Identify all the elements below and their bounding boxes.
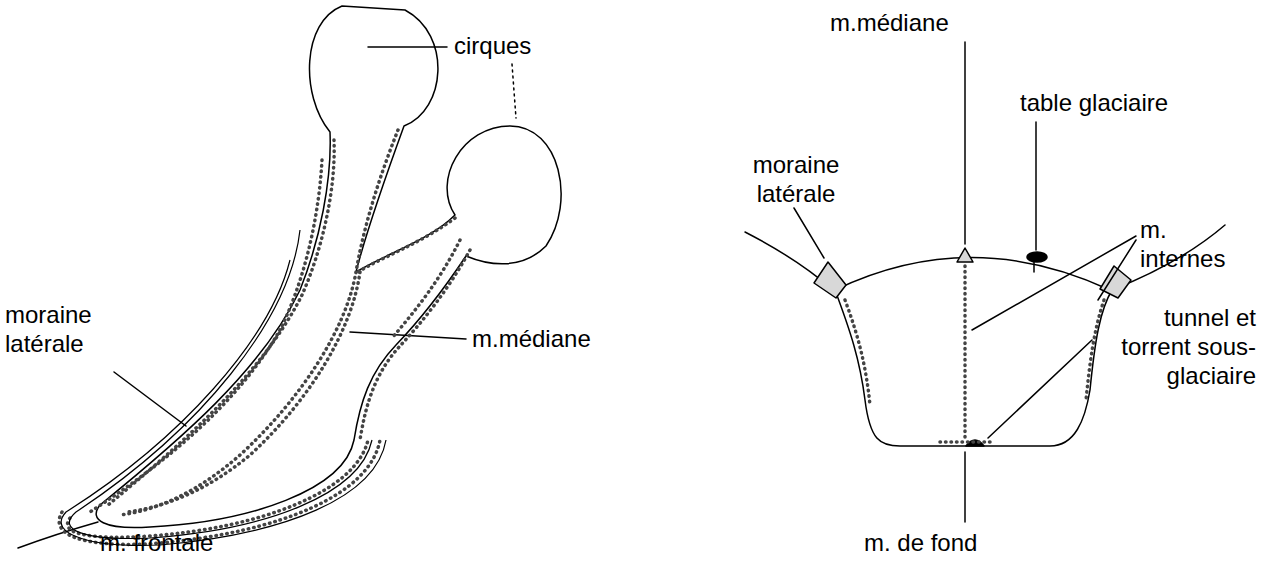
- part-label: tunnel et torrent sous-glaciaire: [1094, 303, 1256, 390]
- lateral-moraine: [392, 240, 460, 338]
- part-label: m. de fond: [864, 528, 977, 557]
- median-moraine: [120, 130, 398, 515]
- lateral-moraine-section: [814, 262, 846, 298]
- part-label: m.médiane: [830, 8, 949, 37]
- leader-line: [964, 42, 966, 244]
- lateral-moraine: [108, 140, 334, 505]
- table-rock: [1027, 252, 1047, 262]
- part-label: table glaciaire: [1020, 88, 1168, 117]
- part-label: m. internes: [1140, 215, 1244, 273]
- leader-line: [964, 452, 966, 522]
- internal-moraine: [963, 266, 967, 440]
- leader-line: [972, 236, 1136, 330]
- frontal-moraine-ridge: [69, 230, 372, 538]
- frontal-moraine-ridge: [61, 260, 386, 545]
- median-moraine: [358, 218, 455, 272]
- part-label: m.médiane: [472, 324, 591, 353]
- internal-moraine: [845, 300, 870, 405]
- leader-line: [512, 64, 516, 118]
- glacier-outline: [96, 6, 561, 528]
- part-label: moraine latérale: [5, 300, 117, 358]
- leader-line: [988, 340, 1092, 438]
- ground-moraine: [940, 440, 995, 444]
- lateral-moraine: [360, 250, 470, 440]
- leader-line: [1035, 122, 1037, 250]
- median-moraine: [128, 272, 360, 512]
- part-label: moraine latérale: [740, 150, 852, 208]
- frontal-moraine: [68, 440, 368, 537]
- leader-line: [114, 372, 186, 426]
- leader-line: [368, 46, 447, 48]
- leader-line: [794, 208, 824, 258]
- median-moraine-section: [957, 248, 973, 262]
- leader-line: [1098, 240, 1136, 300]
- lateral-moraine-section: [1100, 266, 1131, 298]
- internal-moraine: [1086, 300, 1104, 400]
- table-pedestal: [1033, 262, 1035, 272]
- valley-bed: [835, 290, 1112, 446]
- frontal-moraine: [59, 440, 380, 544]
- lateral-moraine: [90, 160, 322, 512]
- part-label: cirques: [454, 31, 531, 60]
- part-label: m. frontale: [100, 528, 213, 557]
